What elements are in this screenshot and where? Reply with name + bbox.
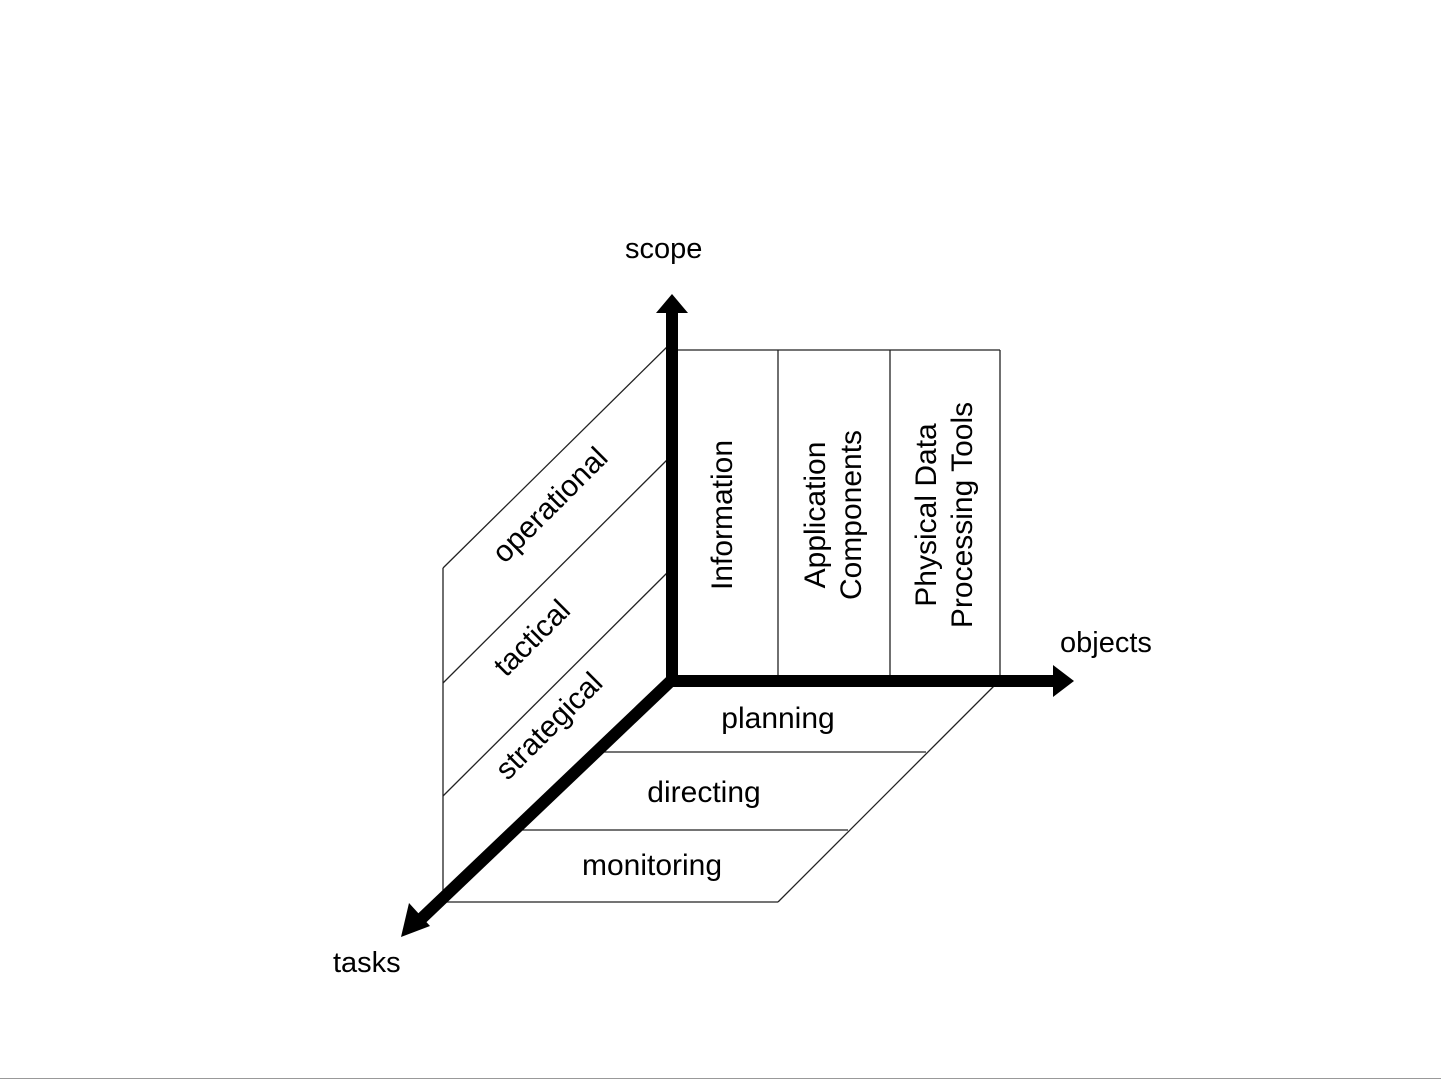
scope-axis-label: scope — [625, 233, 702, 265]
object-label: Application — [799, 442, 832, 589]
object-label: Processing Tools — [946, 402, 979, 628]
tasks-axis-label: tasks — [333, 947, 401, 979]
task-level-label: monitoring — [582, 849, 722, 882]
task-level-label: directing — [647, 776, 760, 809]
objects-axis-arrowhead — [1053, 665, 1074, 697]
scope-level-label: strategical — [489, 666, 609, 786]
task-level-label: planning — [721, 702, 834, 735]
scope-axis-arrowhead — [656, 294, 688, 313]
scope-level-label: tactical — [488, 594, 577, 683]
objects-axis-label: objects — [1060, 627, 1152, 659]
scope-level-label: operational — [486, 441, 614, 569]
object-label: Information — [706, 440, 739, 590]
bottom-divider — [0, 1078, 1441, 1079]
object-label: Physical Data — [910, 423, 943, 607]
object-label: Components — [835, 430, 868, 600]
scope-panel-top-edge — [443, 342, 672, 568]
